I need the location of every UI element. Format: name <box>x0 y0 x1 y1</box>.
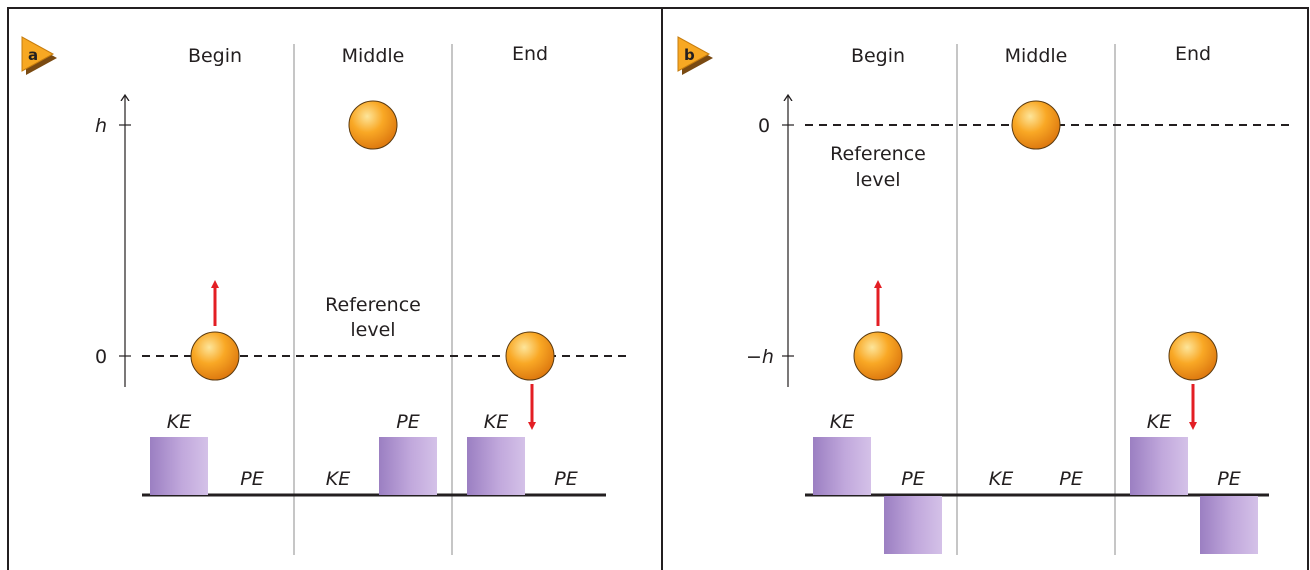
panel-a-bar-ke-end <box>467 437 525 495</box>
panel-a-reference-label-1: Reference <box>325 294 421 316</box>
panel-b-column-begin: Begin <box>851 45 905 67</box>
panel-b-label-ke-begin: KE <box>830 411 854 433</box>
panel-a-tag-arrow <box>21 36 55 72</box>
panel-b-ball-middle <box>1011 100 1061 150</box>
panel-a-label-ke-middle: KE <box>326 468 350 490</box>
panel-b-tag-arrow <box>677 36 711 72</box>
figure-frame <box>7 7 1309 570</box>
panel-b-label-ke-end: KE <box>1147 411 1171 433</box>
panel-a-bar-pe-middle <box>379 437 437 495</box>
panel-b-tag-label: b <box>684 46 695 64</box>
panel-b-column-end: End <box>1175 43 1211 65</box>
panel-b-label-pe-end: PE <box>1217 468 1240 490</box>
panel-a-ball-end <box>505 331 555 381</box>
panel-a-label-ke-begin: KE <box>167 411 191 433</box>
panel-a-tick-0: 0 <box>95 346 107 368</box>
panel-b-reference-label-2: level <box>855 169 900 191</box>
panel-b-ball-end <box>1168 331 1218 381</box>
panel-b-bar-ke-begin <box>813 437 871 495</box>
panel-a-tag: a <box>21 36 57 75</box>
panel-a-tick-h: h <box>95 115 107 137</box>
panel-b-ball-begin <box>853 331 903 381</box>
panel-a-column-begin: Begin <box>188 45 242 67</box>
panel-a-label-ke-end: KE <box>484 411 508 433</box>
panel-a-tag-label: a <box>28 46 38 64</box>
panel-b: b Begin Middle End 0 −h Reference level … <box>677 36 1292 555</box>
panel-a-reference-label-2: level <box>350 319 395 341</box>
panel-a-column-middle: Middle <box>342 45 405 67</box>
panel-b-tick-0: 0 <box>758 115 770 137</box>
panel-b-column-middle: Middle <box>1005 45 1068 67</box>
panel-b-bar-pe-end <box>1200 496 1258 554</box>
panel-a: a Begin Middle End h 0 Reference level K… <box>21 36 632 555</box>
panel-a-ball-begin <box>190 331 240 381</box>
panel-a-label-pe-middle: PE <box>396 411 419 433</box>
panel-a-ball-middle <box>348 100 398 150</box>
panel-b-tag: b <box>677 36 713 75</box>
panel-b-label-pe-middle: PE <box>1059 468 1082 490</box>
panel-b-label-ke-middle: KE <box>989 468 1013 490</box>
panel-b-bar-pe-begin <box>884 496 942 554</box>
panel-b-label-pe-begin: PE <box>901 468 924 490</box>
panel-b-bar-ke-end <box>1130 437 1188 495</box>
panel-a-label-pe-end: PE <box>554 468 577 490</box>
panel-b-tick-minus-h: −h <box>746 346 774 368</box>
panel-a-bar-ke-begin <box>150 437 208 495</box>
panel-a-label-pe-begin: PE <box>240 468 263 490</box>
panel-b-reference-label-1: Reference <box>830 143 926 165</box>
panel-a-column-end: End <box>512 43 548 65</box>
